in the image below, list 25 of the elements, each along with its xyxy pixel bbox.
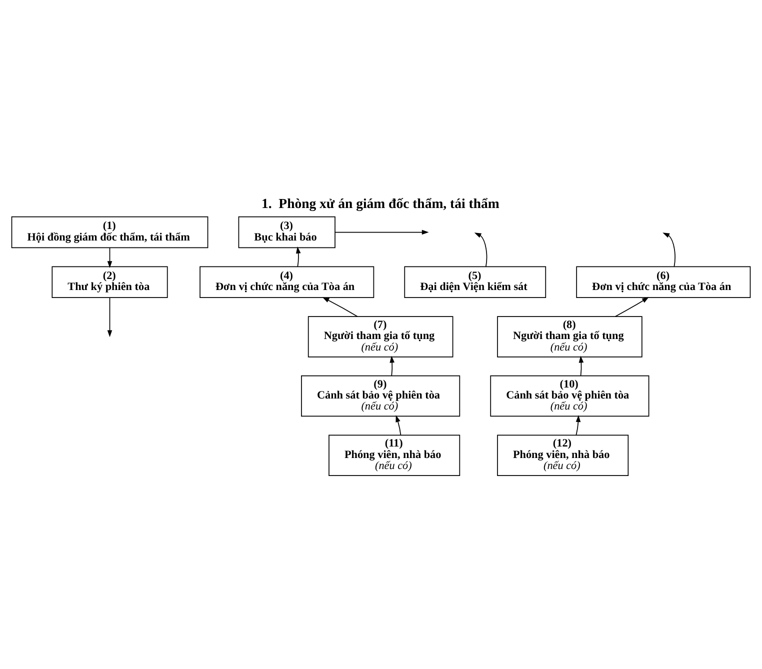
arrow (390, 355, 394, 376)
arrow (576, 414, 581, 435)
arrow (107, 246, 112, 268)
arrow (396, 414, 402, 435)
arrow (296, 246, 301, 267)
node-box: (10) Cảnh sát bảo vệ phiên tòa (nếu có) (490, 374, 650, 416)
node-box: (12) Phóng viên, nhà báo (nếu có) (497, 434, 629, 476)
diagram-title: 1. Phòng xử án giám đốc thẩm, tái thẩm (262, 196, 500, 211)
node-box: (4) Đơn vị chức năng của Tòa án (200, 266, 374, 298)
node-box: (6) Đơn vị chức năng của Tòa án (576, 266, 751, 298)
arrow (334, 229, 429, 234)
arrow (107, 296, 112, 337)
arrow (474, 232, 488, 266)
arrow (662, 232, 676, 266)
node-box: (8) Người tham gia tố tụng (nếu có) (497, 316, 642, 357)
node-box: (2) Thư ký phiên tòa (52, 266, 168, 298)
node-box: (7) Người tham gia tố tụng (nếu có) (308, 316, 454, 357)
arrow (578, 355, 584, 376)
node-box: (11) Phóng viên, nhà báo (nếu có) (328, 434, 460, 476)
node-box: (1) Hội đồng giám đốc thẩm, tái thẩm (11, 216, 208, 248)
arrow (322, 296, 358, 316)
arrow (614, 296, 649, 316)
node-box: (5) Đại diện Viện kiểm sát (404, 266, 546, 298)
node-box: (9) Cảnh sát bảo vệ phiên tòa (nếu có) (301, 374, 460, 416)
node-box: (3) Bục khai báo (238, 216, 336, 248)
